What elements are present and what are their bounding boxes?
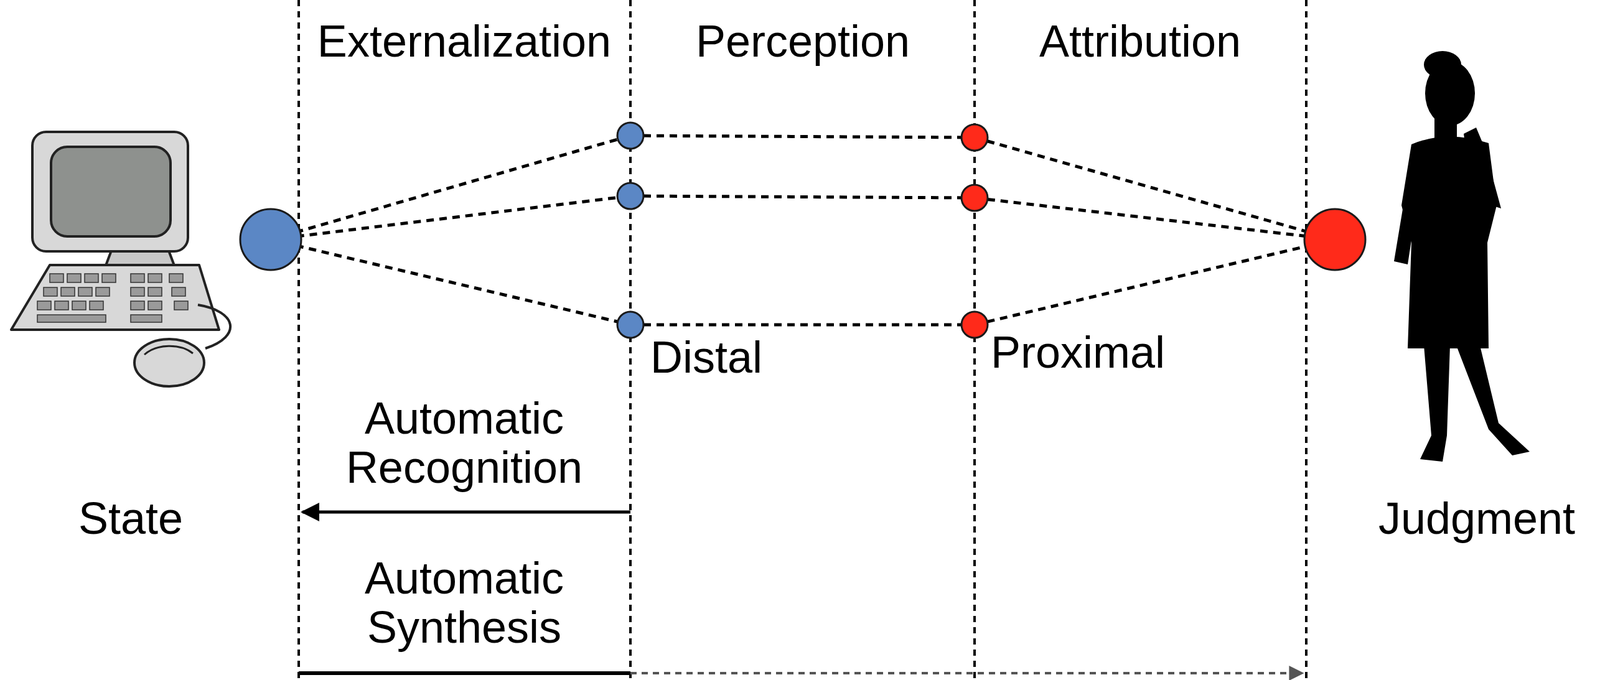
space-bar	[37, 314, 106, 323]
end-label: State	[78, 494, 183, 544]
key	[102, 273, 116, 283]
keyboard-keys	[37, 273, 188, 323]
key	[89, 301, 104, 310]
key	[72, 301, 86, 310]
cue-line	[270, 239, 631, 325]
distal-cue-circle	[617, 311, 644, 338]
divider-line	[1305, 0, 1308, 680]
key	[84, 273, 99, 283]
divider-line	[297, 0, 300, 680]
key	[67, 273, 81, 283]
key	[43, 287, 58, 297]
cue-line	[630, 135, 975, 138]
column-dividers	[298, 0, 1307, 680]
mouse-button	[144, 346, 193, 355]
computer-illustration	[11, 131, 231, 387]
cue-line	[630, 323, 975, 327]
cue-line	[974, 197, 1335, 240]
leg	[1420, 345, 1451, 462]
key	[95, 287, 110, 297]
monitor-screen	[51, 146, 171, 237]
key	[130, 273, 145, 283]
divider-line	[629, 0, 632, 680]
distal-cue-circle	[617, 122, 644, 149]
key	[37, 301, 52, 310]
cue-paths	[270, 135, 1335, 325]
raised-arm	[1463, 127, 1502, 209]
hair	[1423, 51, 1462, 79]
key	[49, 273, 64, 283]
column-header: Perception	[695, 16, 910, 66]
distal-cue-circle	[617, 182, 644, 210]
person-silhouette	[1394, 51, 1530, 462]
neck	[1434, 118, 1457, 140]
key	[54, 301, 69, 310]
cue-line	[974, 137, 1335, 240]
mouse-cable	[197, 304, 231, 349]
key	[60, 287, 75, 297]
key	[171, 287, 186, 297]
column-header: Externalization	[317, 16, 612, 66]
key	[148, 287, 162, 297]
cue-line	[270, 135, 631, 240]
cue-line	[270, 196, 631, 240]
state-circle	[240, 209, 302, 271]
process-label: Automatic Synthesis	[308, 553, 620, 653]
divider-line	[973, 0, 976, 680]
monitor-body	[32, 131, 188, 252]
cue-line	[974, 239, 1335, 325]
cue-label: Proximal	[990, 327, 1165, 378]
key	[130, 287, 145, 297]
key	[78, 287, 93, 297]
cue-line	[630, 196, 975, 198]
key	[130, 301, 145, 310]
key	[148, 273, 162, 283]
arm	[1394, 205, 1416, 265]
column-header: Attribution	[1039, 16, 1241, 66]
key	[174, 301, 188, 310]
cue-label: Distal	[650, 332, 763, 383]
keyboard	[11, 265, 220, 330]
proximal-cue-circle	[961, 311, 988, 338]
recognition-arrow	[302, 510, 631, 515]
proximal-cue-circle	[961, 124, 988, 151]
key	[169, 273, 183, 283]
process-label: Automatic Recognition	[308, 393, 620, 493]
proximal-cue-circle	[961, 184, 988, 211]
end-label: Judgment	[1378, 494, 1576, 544]
synthesis-arrow	[298, 671, 631, 676]
key	[130, 314, 162, 323]
leg	[1456, 345, 1530, 456]
key	[148, 301, 162, 310]
judgment-circle	[1304, 209, 1366, 271]
synthesis-continuation-arrow	[630, 672, 1303, 675]
mouse	[134, 339, 205, 387]
cue-circles	[240, 122, 1366, 338]
